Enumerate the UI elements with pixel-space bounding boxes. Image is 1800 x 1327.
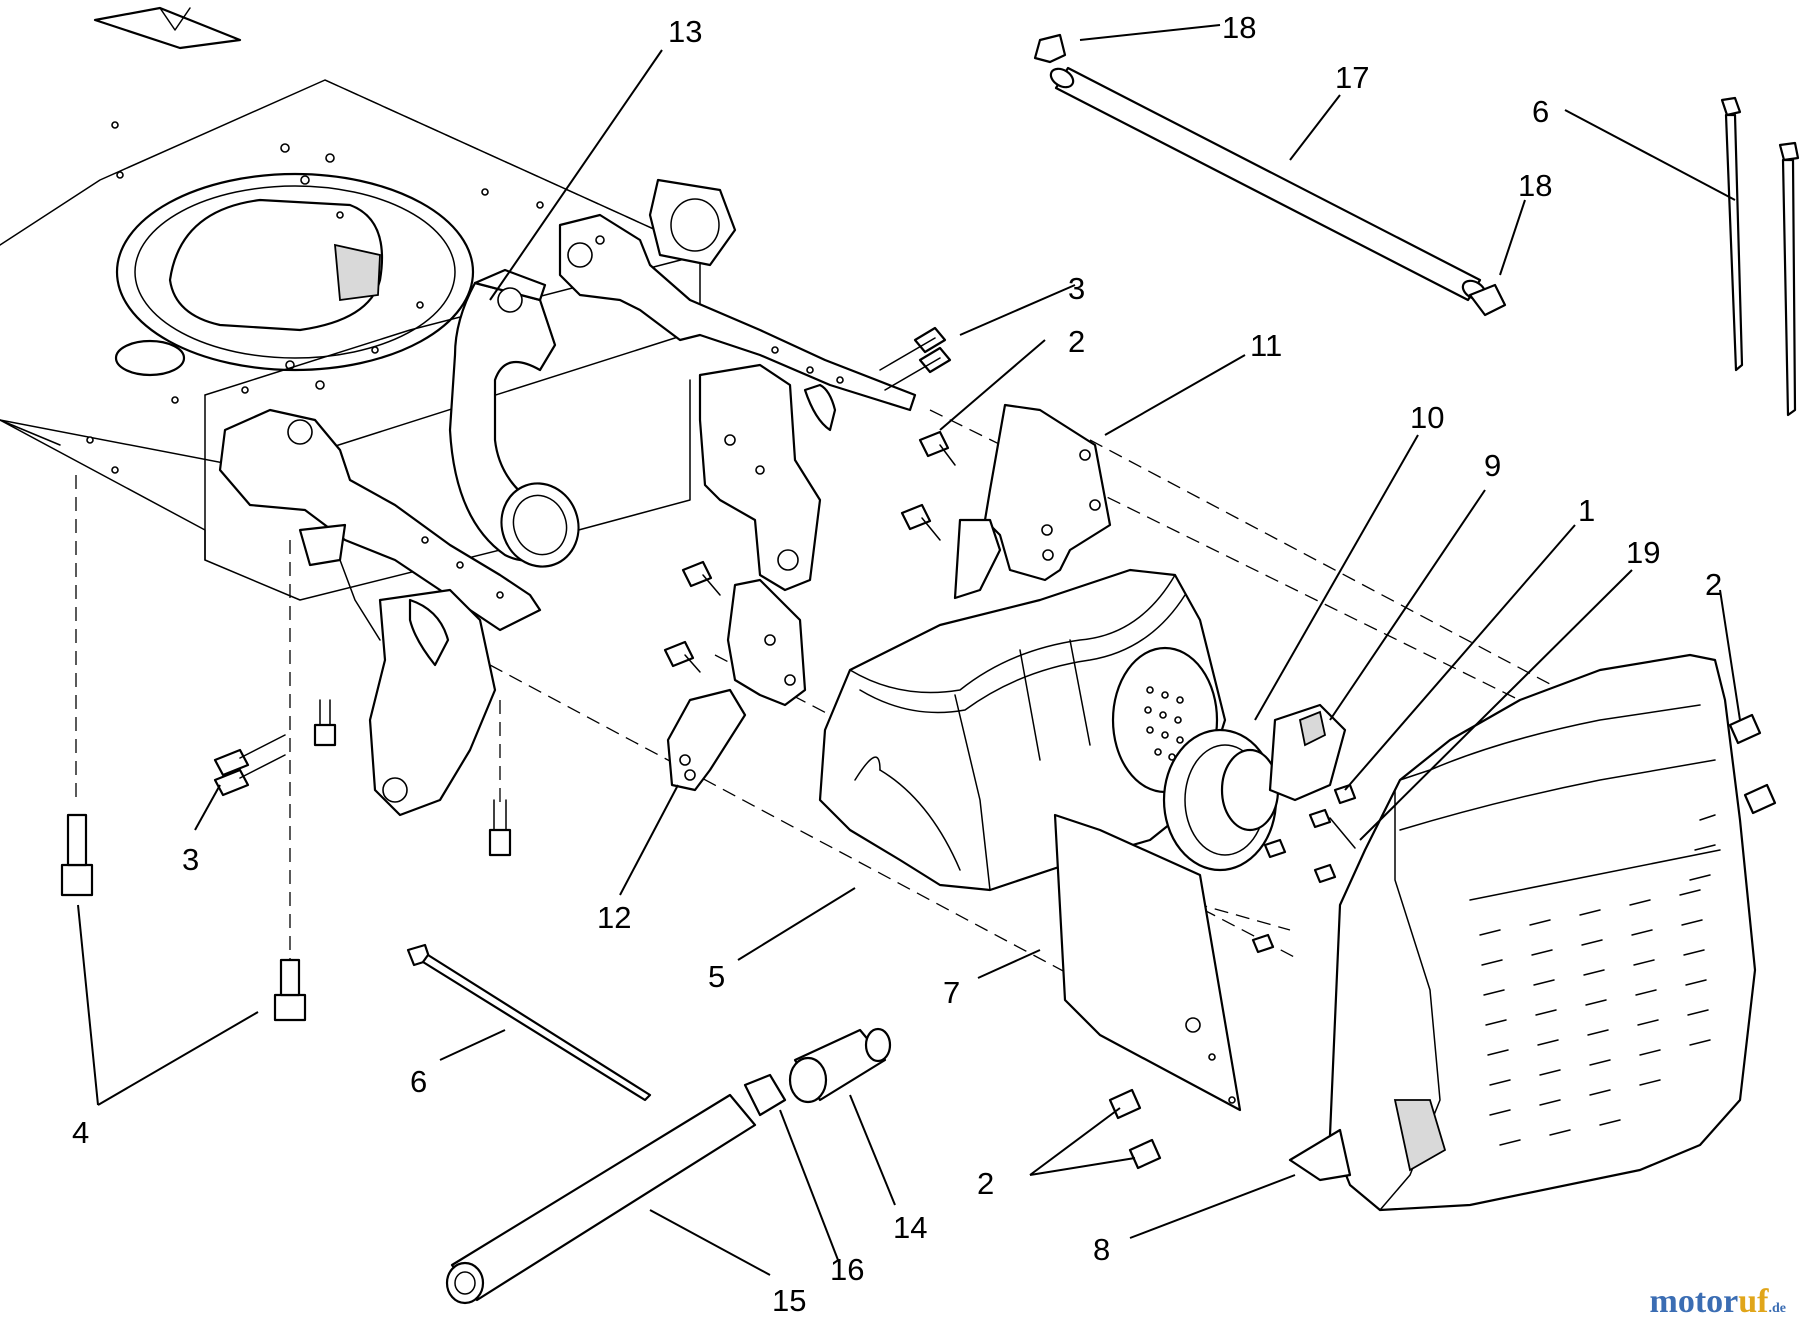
callout-2-top: 2 [1068,324,1085,359]
bolt-4a [60,863,94,897]
callout-3-top: 3 [1068,271,1085,306]
heat-shield-bracket [953,403,1112,600]
exhaust-gasket [648,178,737,267]
heat-shield-plate [1053,813,1242,1112]
guard-louvres [1479,814,1716,1146]
bolt-4b [273,993,307,1022]
callout-8: 8 [1093,1232,1110,1267]
callout-13: 13 [668,14,702,49]
callout-14: 14 [893,1210,927,1245]
leader-lines [77,24,1741,1276]
callout-2-right: 2 [1705,567,1722,602]
frame-holes [86,121,544,474]
site-watermark: motoruf.de [1650,1283,1786,1321]
hose-clamp-18b [1468,283,1507,317]
watermark-part-1: motor [1649,1283,1739,1320]
callout-5: 5 [708,959,725,994]
callout-1: 1 [1578,493,1595,528]
callout-6-bottom: 6 [410,1064,427,1099]
callout-12: 12 [597,900,631,935]
muffler-bracket [666,578,807,792]
muffler [818,568,1227,892]
drain-tube-upper [1033,33,1507,317]
fender-corner [93,6,242,50]
spark-arrestor-cap [1162,728,1280,872]
bolts [60,326,1777,1170]
callout-4: 4 [72,1115,89,1150]
cable-ties-upper [1720,96,1800,417]
exhaust-pipe [448,268,580,568]
watermark-tld: .de [1768,1301,1787,1316]
small-fasteners [1251,783,1357,954]
ring-opening [168,198,384,332]
callout-15: 15 [772,1283,806,1318]
callout-18-right: 18 [1518,168,1552,203]
callout-18-top: 18 [1222,10,1256,45]
callout-11: 11 [1250,328,1282,363]
callout-9: 9 [1484,448,1501,483]
callout-3-bottom: 3 [182,842,199,877]
callout-6-top: 6 [1532,94,1549,129]
watermark-part-2: uf [1738,1283,1769,1320]
callout-19: 19 [1626,535,1660,570]
callout-17: 17 [1335,60,1369,95]
callout-10: 10 [1410,400,1444,435]
callout-7: 7 [943,975,960,1010]
frame-slot [114,339,186,377]
chassis-frame [0,6,701,601]
hose-clamp-18a [1033,33,1067,64]
drain-tube-lower [445,1027,892,1305]
frame-bracket-upper [558,213,917,592]
hose-clamp-16 [743,1073,787,1117]
exhaust-deflector [1268,703,1347,802]
callout-2-bottom: 2 [977,1166,994,1201]
cable-tie-lower [406,943,652,1102]
muffler-guard [1288,653,1757,1212]
frame-bracket-lower [218,408,542,817]
callout-16: 16 [830,1252,864,1287]
callout-labels: 13 18 17 6 18 3 2 11 10 9 1 19 2 3 12 5 … [72,10,1722,1318]
